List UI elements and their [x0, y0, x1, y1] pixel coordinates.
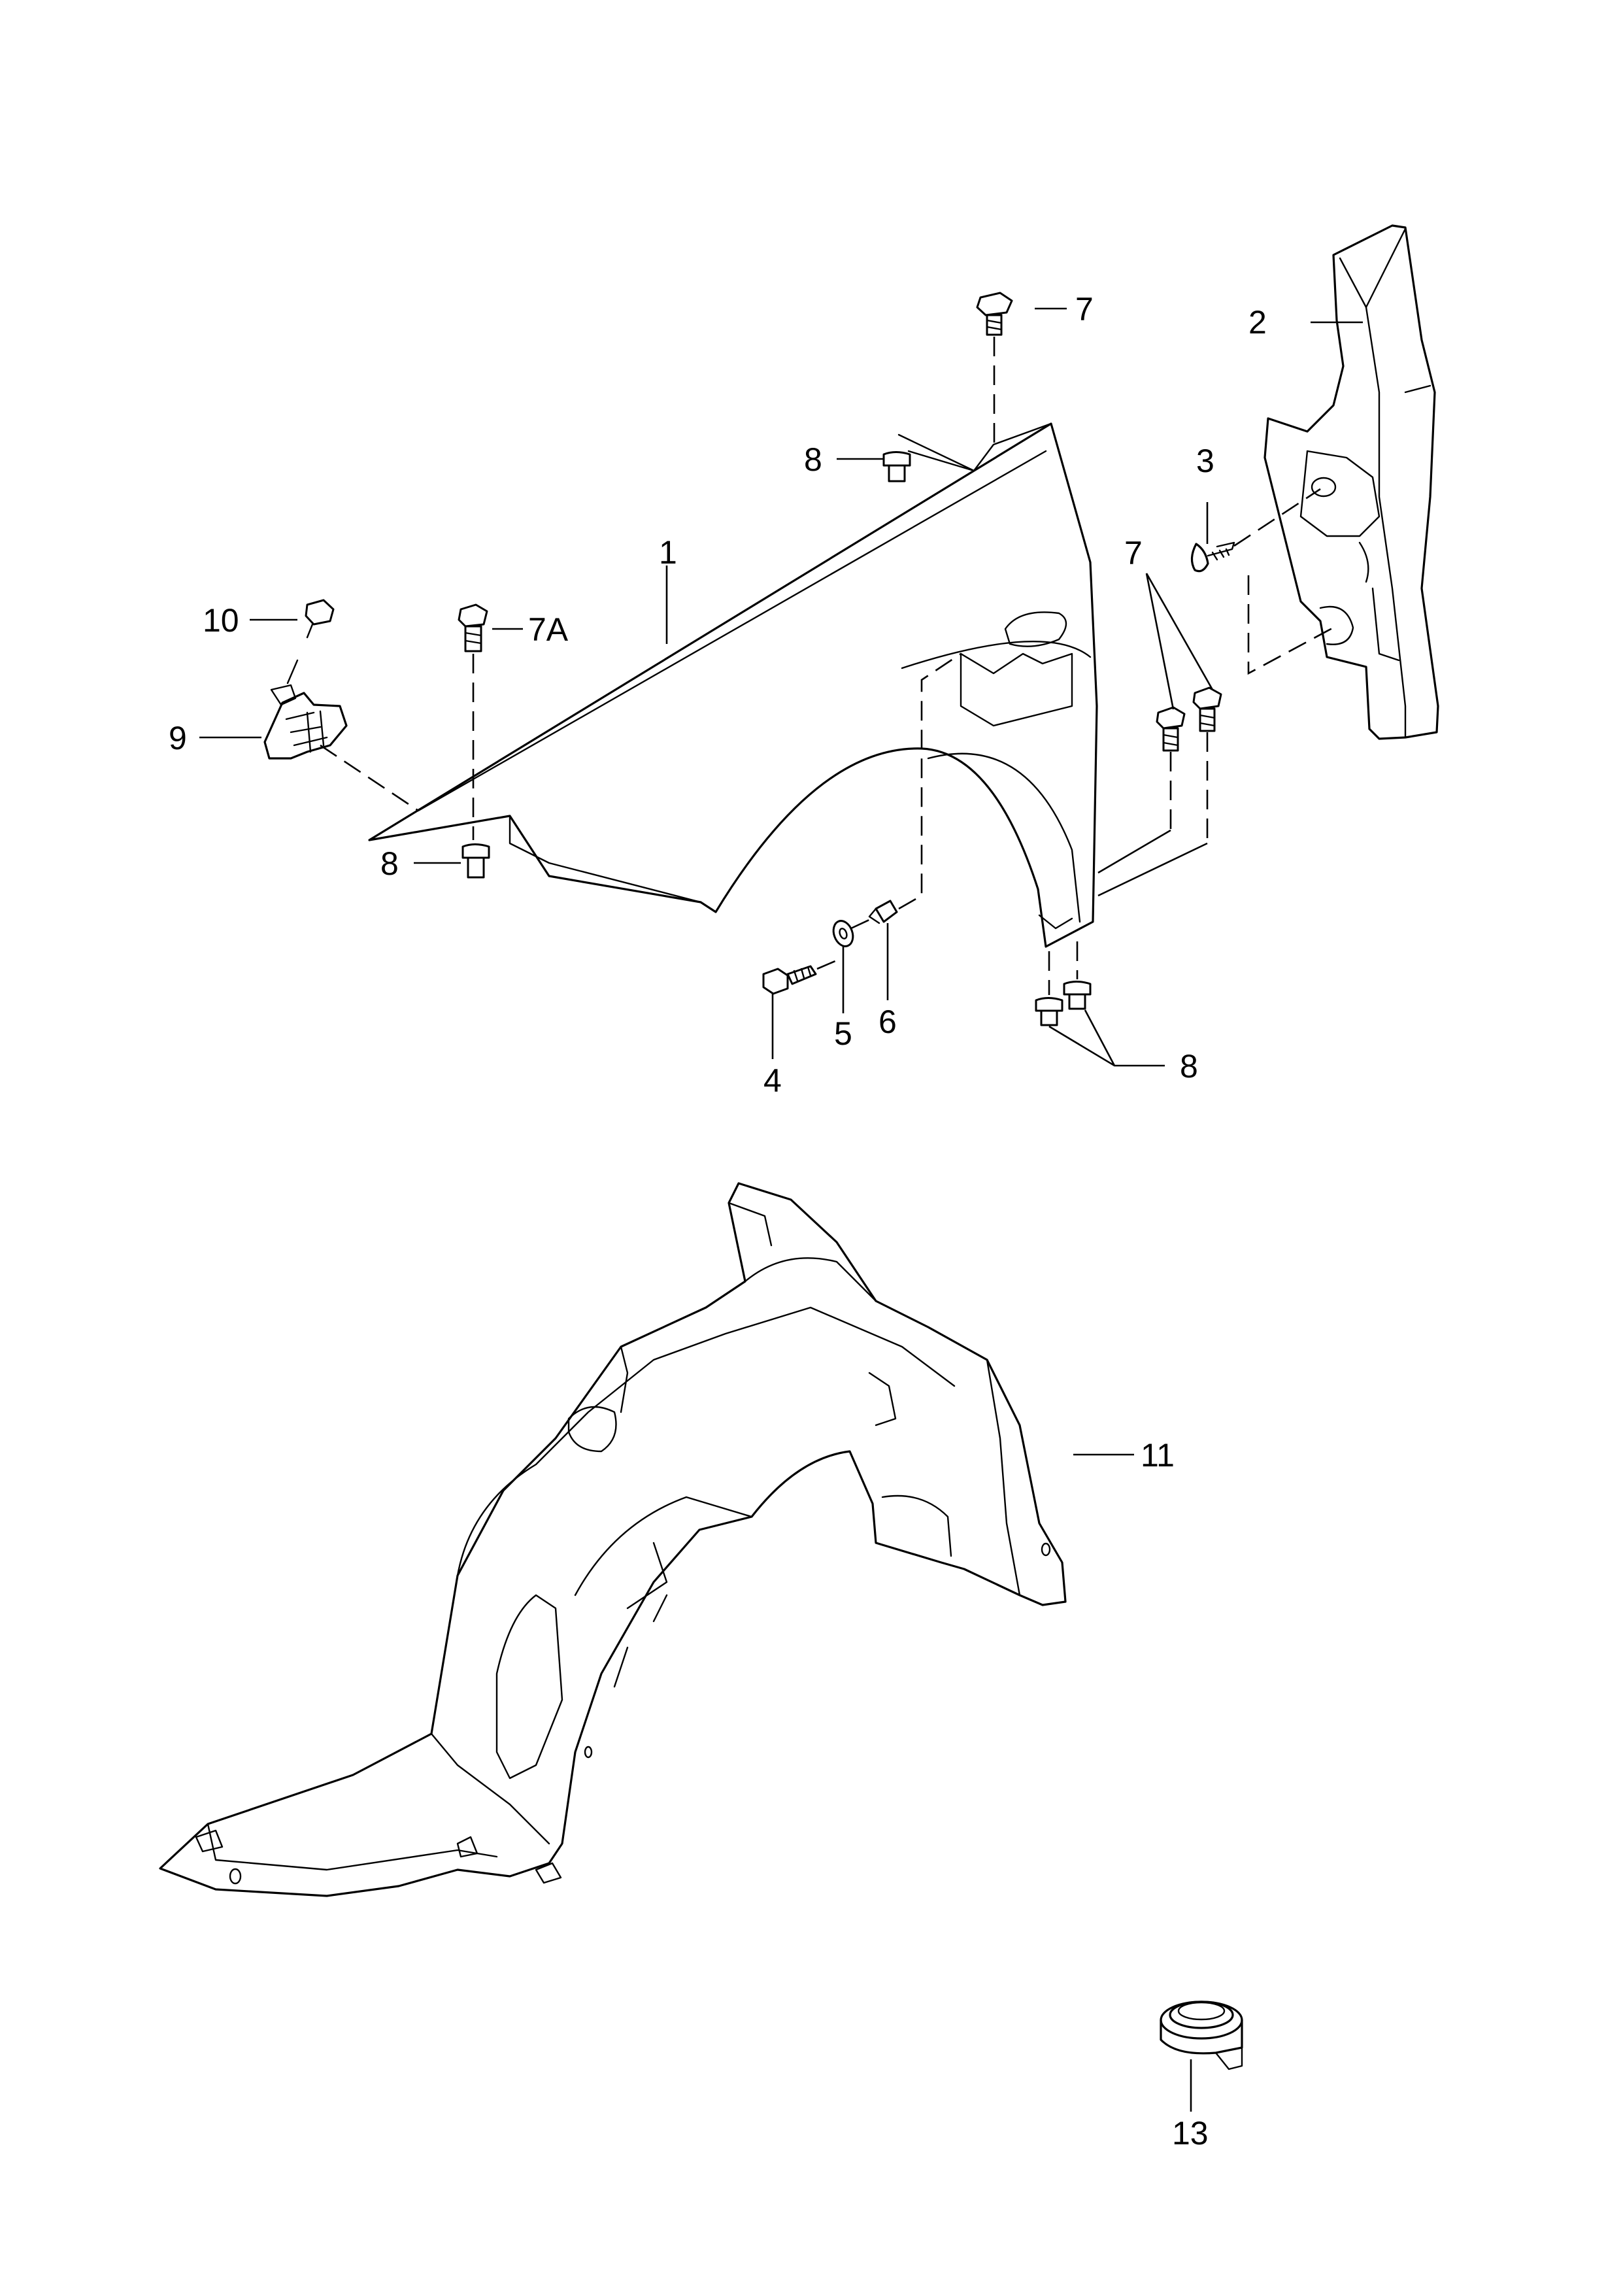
callout-13: 13	[1172, 2115, 1209, 2152]
callout-8-bottom: 8	[1180, 1048, 1198, 1085]
dash-6-to-fender	[898, 652, 962, 910]
dash-3-to-seal	[1233, 488, 1321, 547]
callout-7-top: 7	[1075, 291, 1094, 328]
dash-seal-vertical	[1247, 575, 1334, 675]
bolt-7a[interactable]	[458, 603, 488, 652]
bolt-7-top[interactable]	[976, 292, 1013, 336]
clip-nut-8-left[interactable]	[461, 843, 490, 879]
clip-nut-8-bottom-a[interactable]	[1035, 997, 1063, 1026]
callout-8-top: 8	[804, 441, 822, 478]
callout-8-left: 8	[380, 845, 399, 882]
dash-4-5-6	[816, 918, 871, 970]
leader-7-right-routing	[1097, 829, 1208, 897]
callout-7a: 7A	[528, 611, 569, 648]
leader-lines	[199, 307, 1363, 2112]
adhesive-tape-roll[interactable]	[1160, 2001, 1243, 2070]
callout-11: 11	[1141, 1437, 1175, 1474]
dash-8-bottom	[1048, 941, 1079, 995]
callout-4: 4	[763, 1062, 782, 1099]
dash-9-to-fender	[320, 744, 419, 812]
clip-nut-6[interactable]	[868, 900, 898, 924]
clip-10[interactable]	[305, 599, 335, 639]
clip-nut-8-top[interactable]	[882, 451, 911, 482]
bolt-7-right-b[interactable]	[1192, 686, 1222, 732]
washer-5[interactable]	[830, 918, 856, 949]
callout-labels: 1 2 3 7 7 7A 8 8 8 9 10 4 5 6 11 13	[169, 291, 1267, 2152]
callout-7-right: 7	[1124, 535, 1143, 571]
callout-1: 1	[659, 534, 677, 571]
callout-5: 5	[834, 1015, 852, 1052]
fender-seal-panel[interactable]	[1263, 224, 1439, 740]
clip-nut-8-bottom-b[interactable]	[1063, 981, 1092, 1010]
callout-6: 6	[878, 1004, 897, 1040]
screw-3[interactable]	[1190, 541, 1235, 573]
bracket-9[interactable]	[263, 659, 348, 760]
bolt-7-right-a[interactable]	[1156, 706, 1186, 752]
callout-9: 9	[169, 720, 187, 756]
bracket-8-top	[897, 433, 975, 472]
wheel-housing-liner[interactable]	[159, 1182, 1067, 1897]
callout-10: 10	[203, 602, 239, 639]
callout-2: 2	[1248, 304, 1267, 341]
bolt-4[interactable]	[762, 965, 817, 995]
callout-3: 3	[1196, 443, 1214, 479]
